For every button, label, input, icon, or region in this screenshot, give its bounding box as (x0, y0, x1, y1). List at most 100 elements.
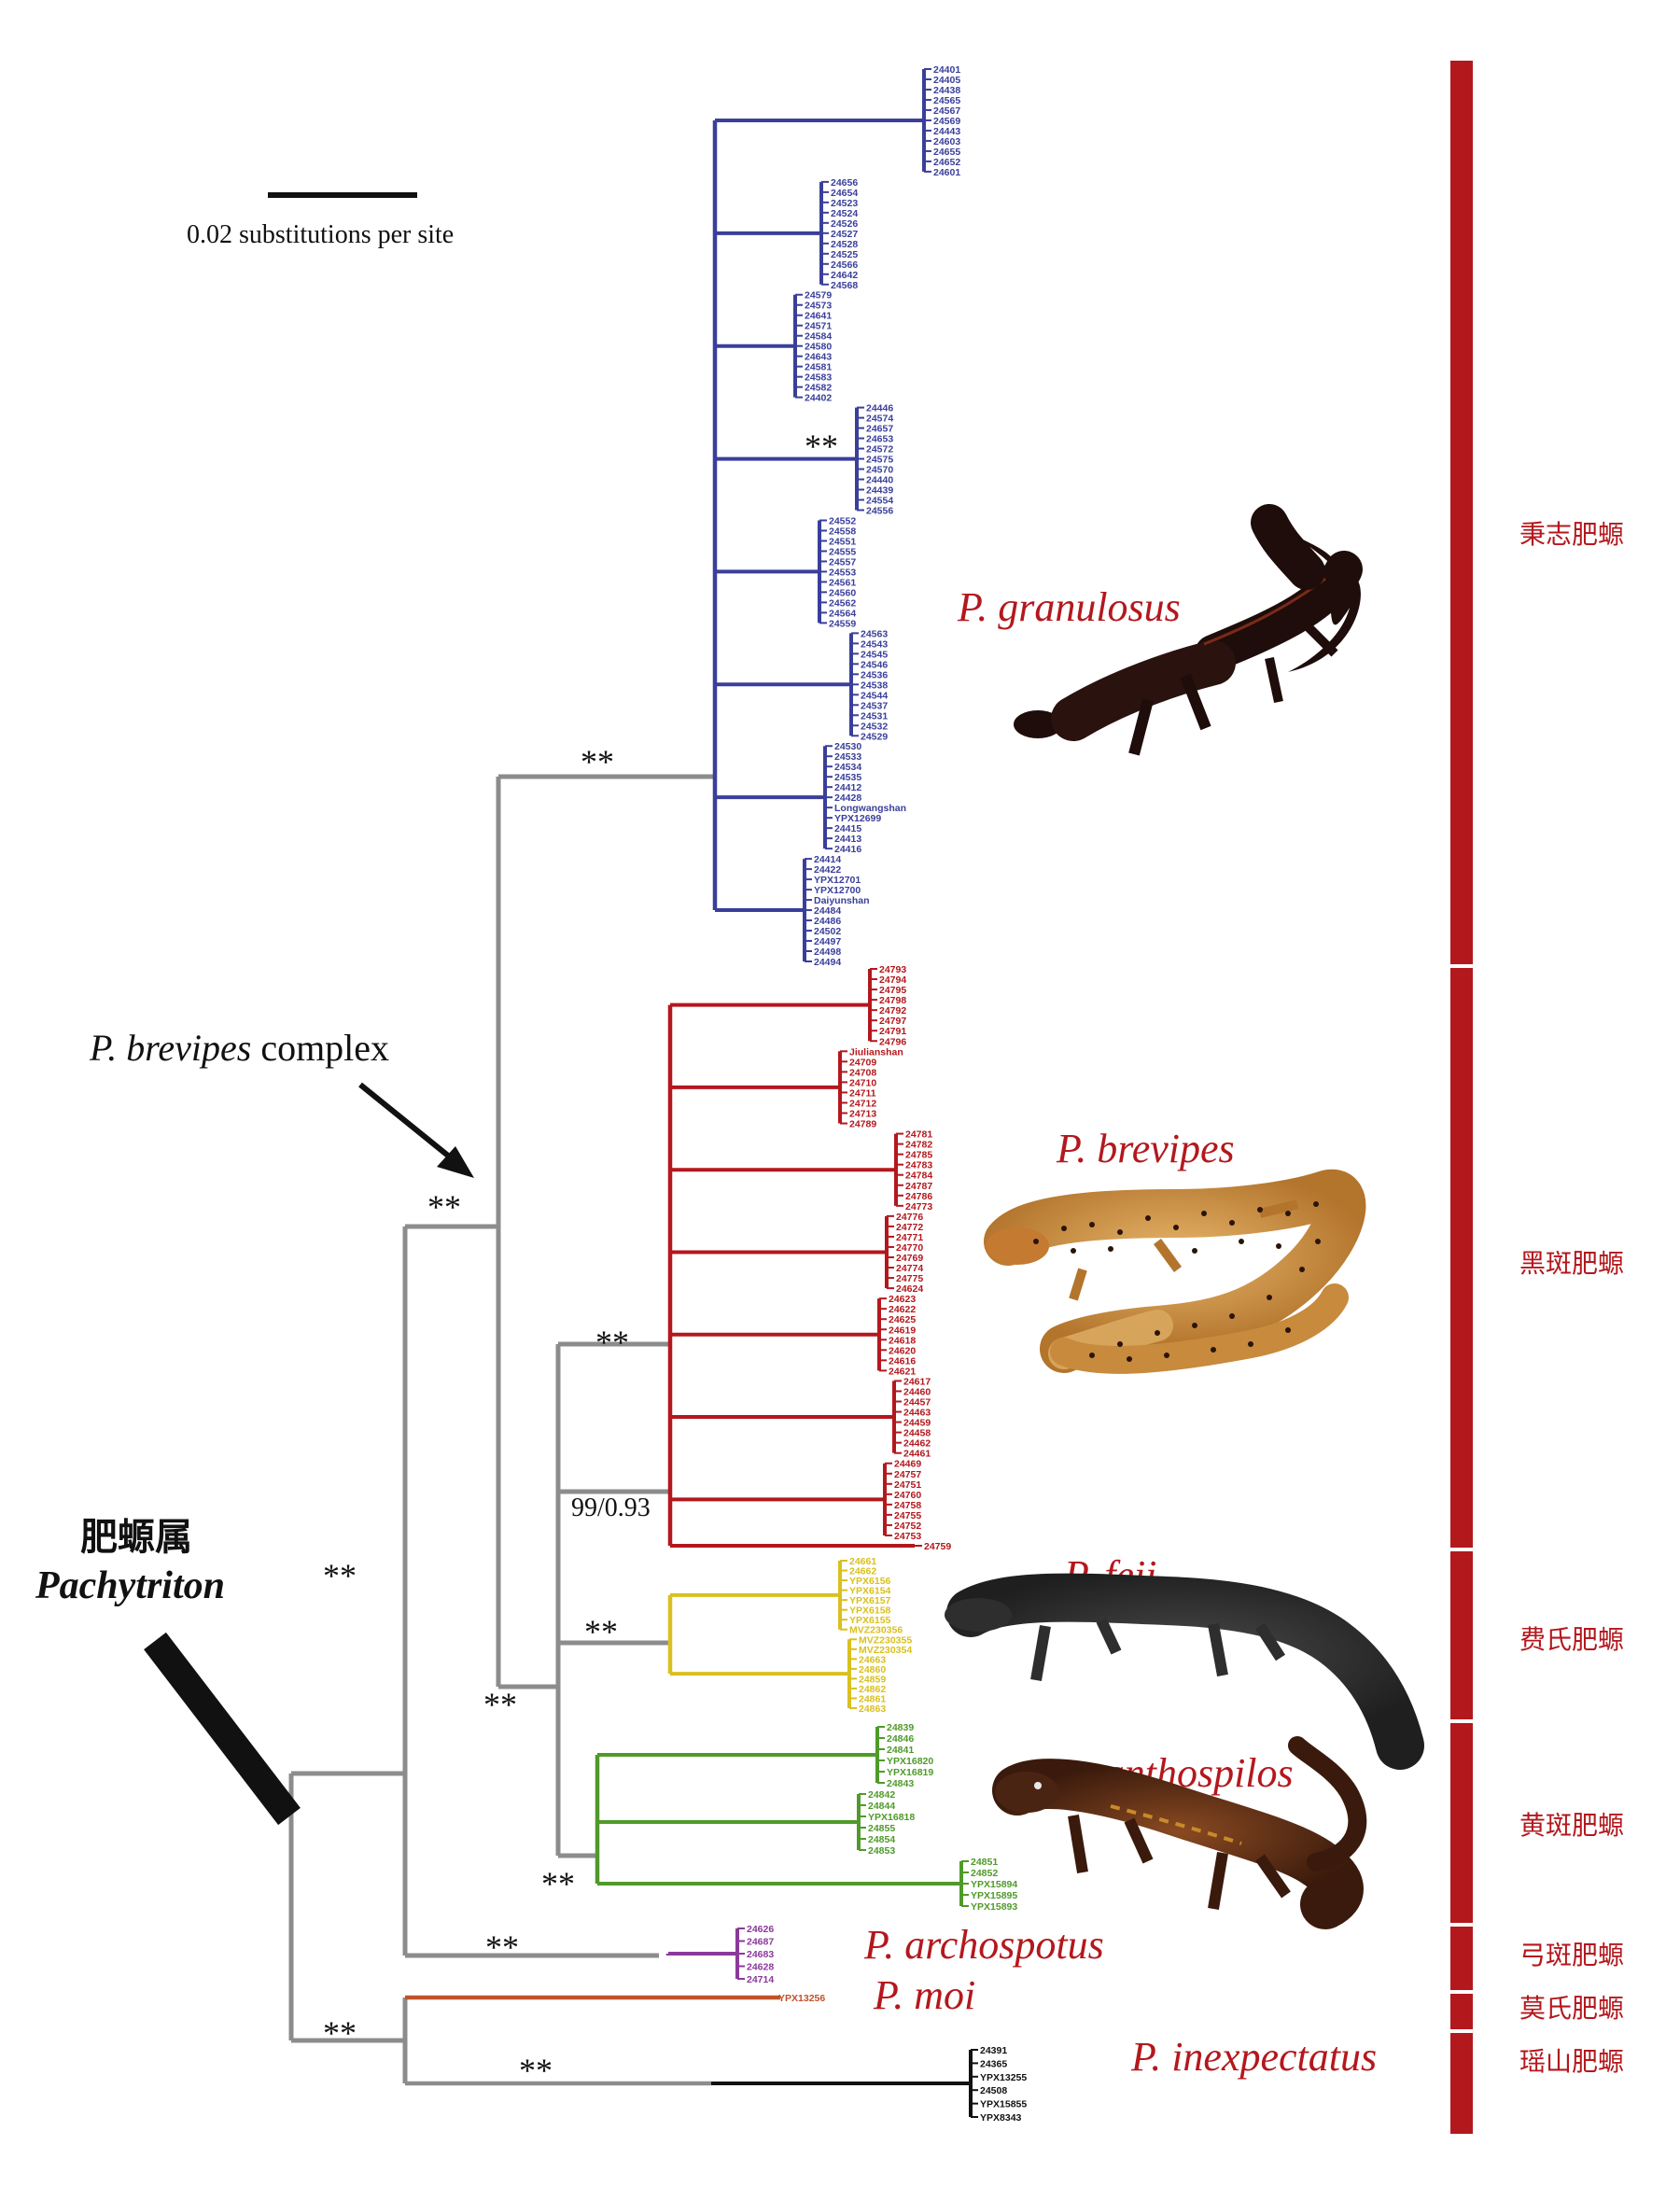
tip-label: 24422 (814, 864, 841, 876)
tip-label: 24643 (805, 352, 832, 363)
cn-xanthospilos: 黄斑肥螈 (1519, 1810, 1624, 1841)
tip-label: Longwangshan (834, 803, 906, 814)
tip-label: 24714 (747, 1974, 774, 1985)
tip-label: 24546 (861, 659, 888, 670)
support-granulosus: ** (581, 743, 614, 780)
tip-label: 24851 (971, 1857, 998, 1868)
tip-label: 24462 (903, 1438, 931, 1450)
tip-label: 24469 (894, 1459, 921, 1470)
tip-label: 24544 (861, 690, 888, 701)
tip-label: 24508 (980, 2085, 1007, 2096)
tip-label: 24653 (866, 434, 893, 445)
tip-label: 24601 (933, 167, 960, 178)
tip-label: 24524 (831, 208, 858, 219)
support-feii: ** (584, 1613, 618, 1650)
cn-moi: 莫氏肥螈 (1519, 1993, 1624, 2024)
tip-label: 24528 (831, 239, 858, 250)
genus-annotation: 肥螈属 Pachytriton (35, 1516, 301, 1826)
tip-label: 24710 (849, 1077, 876, 1088)
tip-label: 24498 (814, 946, 841, 958)
tip-label: 24557 (829, 556, 856, 568)
tip-label: 24709 (849, 1057, 876, 1068)
tip-label: 24439 (866, 485, 893, 497)
tip-label: 24486 (814, 916, 841, 927)
tip-label: 24572 (866, 444, 893, 456)
tip-label: 24569 (933, 116, 960, 127)
tip-label: 24755 (894, 1510, 921, 1521)
tip-label: 24618 (889, 1335, 916, 1346)
complex-label: P. brevipes complex (89, 1027, 389, 1069)
genus-bar (144, 1632, 301, 1826)
cn-brevipes: 黑斑肥螈 (1519, 1248, 1624, 1279)
tip-label: 24774 (896, 1263, 923, 1274)
tip-label: 24752 (894, 1521, 921, 1532)
tip-label: 24753 (894, 1531, 921, 1542)
tip-label: 24568 (831, 280, 858, 291)
tip-label: 24584 (805, 331, 832, 343)
tip-label: 24853 (868, 1845, 895, 1857)
tip-label: 24769 (896, 1253, 923, 1264)
tip-label: 24555 (829, 546, 856, 557)
tip-label: 24535 (834, 772, 861, 783)
complex-annotation: P. brevipes complex (89, 1027, 474, 1178)
tip-label: 24843 (887, 1778, 914, 1789)
tip-label: 24844 (868, 1801, 895, 1812)
tip-label: 24757 (894, 1469, 921, 1480)
tip-label: 24558 (829, 526, 856, 537)
tip-label: 24581 (805, 362, 832, 373)
tip-label: 24683 (747, 1949, 774, 1960)
tip-label: 24784 (905, 1171, 932, 1182)
tip-label: 24641 (805, 311, 832, 322)
support-archospotus: ** (485, 1928, 519, 1966)
tip-label: 24405 (933, 75, 960, 86)
support-granulosus-crown: ** (805, 428, 838, 465)
tip-label: YPX6155 (849, 1615, 891, 1626)
tip-label: 24839 (887, 1722, 914, 1733)
tip-label: 24461 (903, 1449, 931, 1460)
bar-brevipes (1450, 968, 1473, 1548)
species-label-moi: P. moi (873, 1972, 975, 2018)
tip-label: 24623 (889, 1294, 916, 1305)
tip-label: 24622 (889, 1304, 916, 1315)
tip-label: 24798 (879, 995, 906, 1006)
chinese-names: 秉志肥螈 黑斑肥螈 费氏肥螈 黄斑肥螈 弓斑肥螈 莫氏肥螈 瑶山肥螈 (1519, 519, 1624, 2077)
tip-label: 24463 (903, 1408, 931, 1419)
tip-label: 24661 (849, 1556, 876, 1567)
tip-label: 24791 (879, 1026, 906, 1037)
genus-chinese-name: 肥螈属 (80, 1516, 192, 1559)
tip-label: 24758 (894, 1500, 921, 1511)
tip-label: 24759 (924, 1541, 951, 1552)
clade-layer: 2440124405244382456524567245692444324603… (595, 64, 1027, 2124)
tip-label: 24460 (903, 1386, 931, 1397)
tip-label: YPX15895 (971, 1890, 1017, 1901)
species-label-inexpectatus: P. inexpectatus (1130, 2034, 1377, 2080)
complex-arrow-head (437, 1146, 474, 1178)
tip-label: 24795 (879, 985, 906, 996)
tip-label: 24570 (866, 465, 893, 476)
tip-label: 24440 (866, 475, 893, 486)
tip-label: YPX12699 (834, 813, 881, 824)
salamander-xanthospilos-photo (992, 1736, 1367, 1929)
bar-moi (1450, 1994, 1473, 2029)
tip-label: 24652 (933, 157, 960, 168)
tip-label: 24713 (849, 1109, 876, 1120)
cn-inexpectatus: 瑶山肥螈 (1519, 2046, 1624, 2077)
tip-label: 24772 (896, 1222, 923, 1233)
tip-label: 24561 (829, 577, 856, 588)
tip-label: 24797 (879, 1016, 906, 1027)
support-brevipes-feii: 99/0.93 (571, 1493, 651, 1522)
tip-label: YPX13256 (778, 1993, 825, 2004)
scale-bar: 0.02 substitutions per site (187, 192, 454, 249)
salamander-feii-photo (945, 1573, 1424, 1770)
tip-label: YPX16818 (868, 1812, 915, 1823)
tip-label: 24656 (831, 177, 858, 189)
support-root: ** (323, 2014, 357, 2052)
tip-label: 24796 (879, 1036, 906, 1047)
tip-label: 24573 (805, 301, 832, 312)
tip-label: 24529 (861, 731, 888, 742)
tip-label: 24776 (896, 1212, 923, 1223)
tip-label: 24782 (905, 1140, 932, 1151)
tip-label: 24560 (829, 587, 856, 598)
tip-label: 24621 (889, 1366, 916, 1377)
